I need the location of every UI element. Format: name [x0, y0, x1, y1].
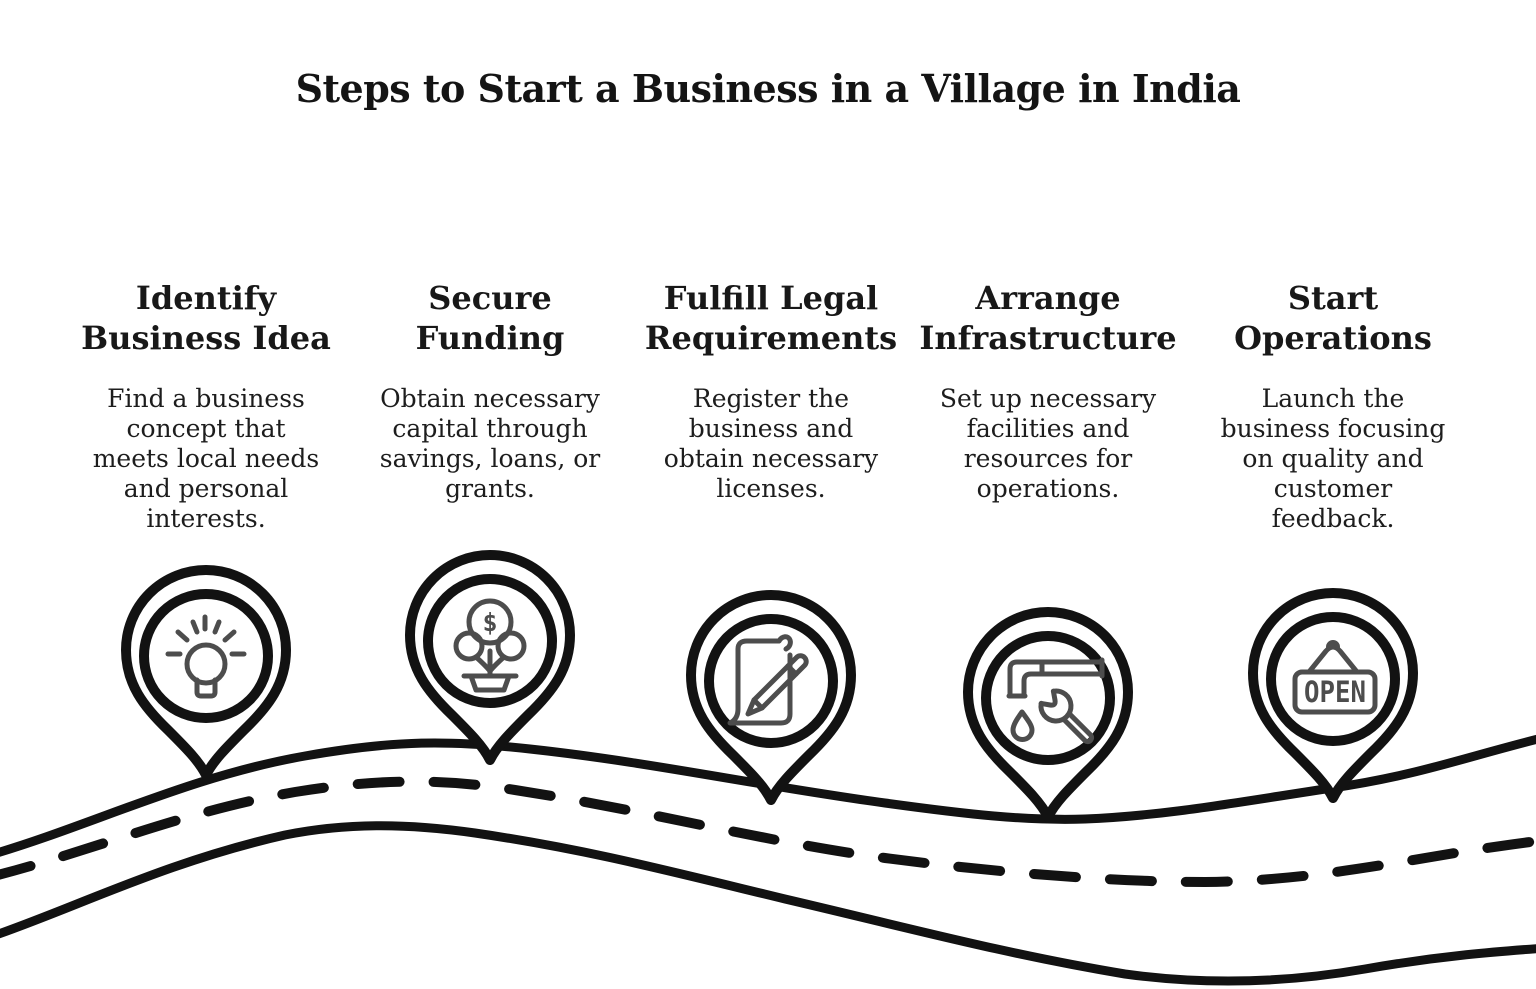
- step-marker-pin-2: $: [405, 550, 575, 765]
- open-sign-label: OPEN: [1304, 675, 1366, 709]
- step-marker-pin-1: [121, 565, 291, 780]
- step-marker-pin-4: [963, 607, 1133, 822]
- dollar-symbol: $: [482, 608, 497, 637]
- page-title: Steps to Start a Business in a Village i…: [295, 66, 1241, 111]
- pipe-wrench-icon: [1006, 657, 1105, 745]
- road: [0, 734, 1536, 986]
- step-marker-pin-5: OPEN: [1248, 588, 1418, 803]
- road-center-dashed-line: [0, 776, 1536, 888]
- road-top-edge: [0, 734, 1536, 857]
- open-sign-icon: OPEN: [1292, 640, 1378, 715]
- document-pen-icon: [727, 634, 809, 726]
- step-marker-pin-3: [686, 590, 856, 805]
- lightbulb-idea-icon: [165, 614, 247, 699]
- money-tree-icon: $: [453, 598, 527, 693]
- road-bottom-edge: [0, 821, 1536, 986]
